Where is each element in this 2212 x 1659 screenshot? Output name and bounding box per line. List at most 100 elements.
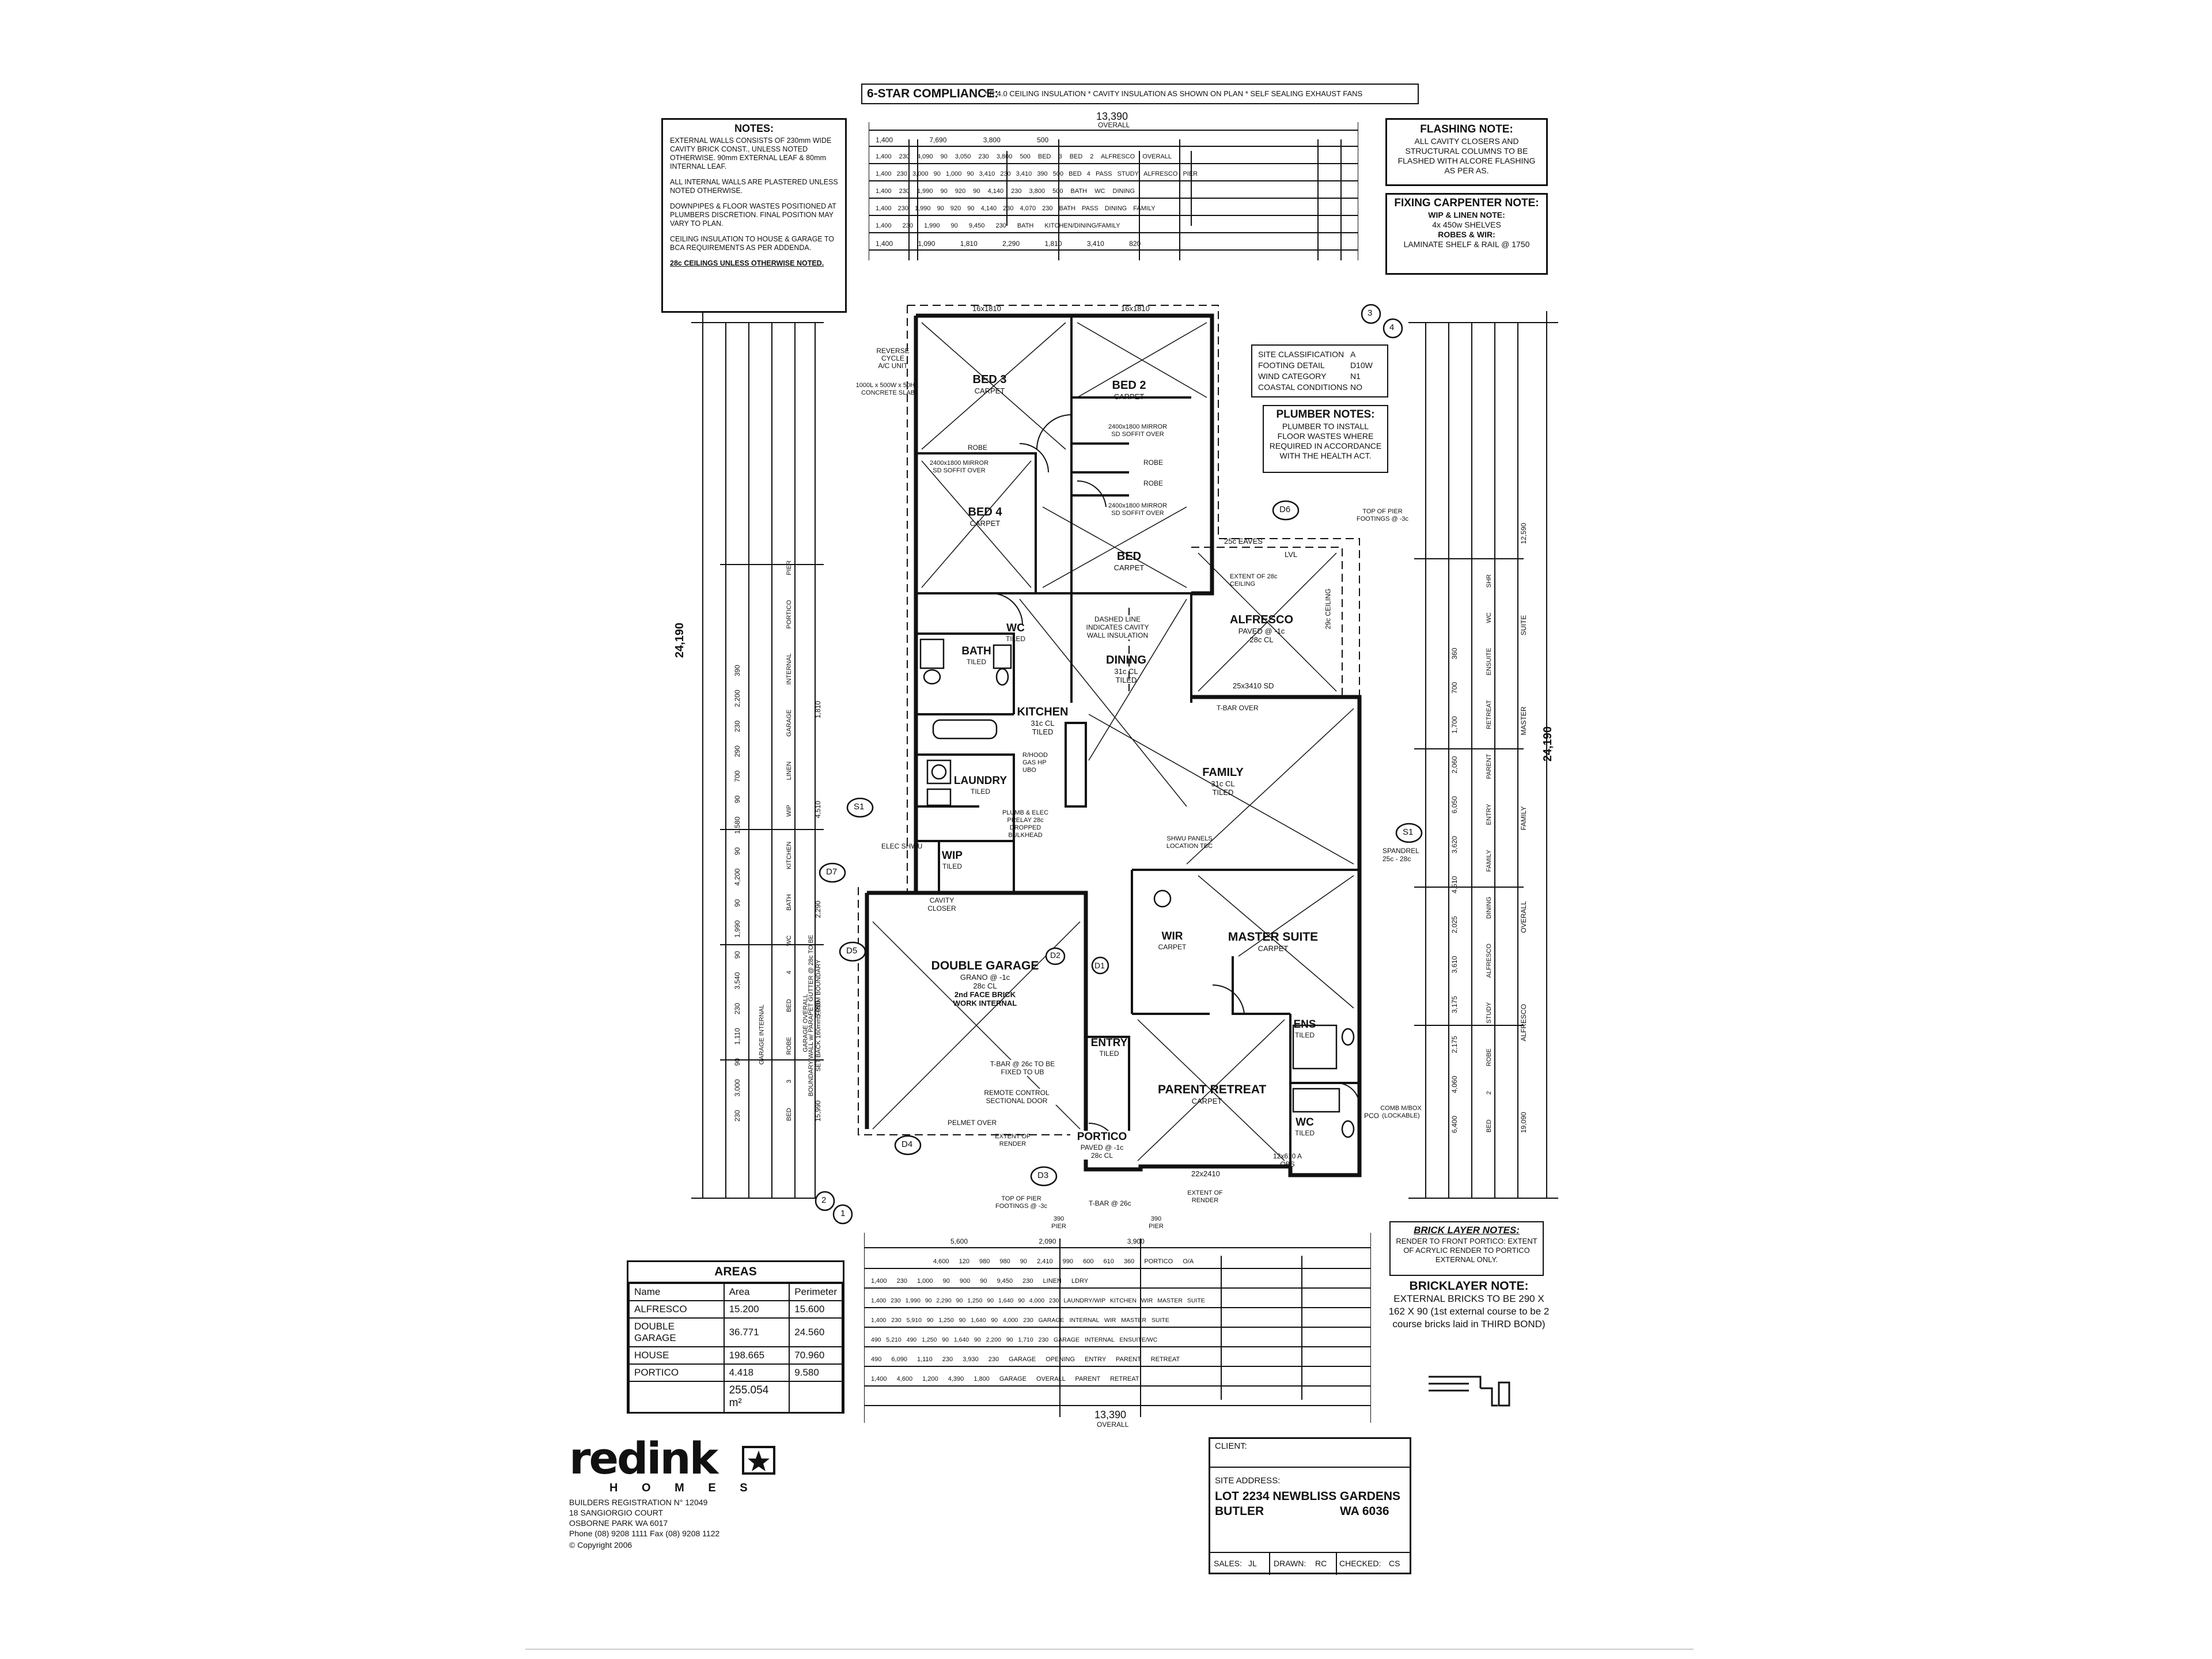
grid-marker-4: 4 bbox=[1389, 323, 1395, 332]
window-label: 16x1810 bbox=[1121, 304, 1150, 313]
room-ens: ENS TILED bbox=[1290, 1018, 1319, 1039]
door-marker-d1: D1 bbox=[1094, 961, 1105, 970]
bricklayer-note: BRICKLAYER NOTE: EXTERNAL BRICKS TO BE 2… bbox=[1388, 1280, 1550, 1331]
room-garage-name: DOUBLE GARAGE bbox=[931, 959, 1039, 972]
door-marker-d7: D7 bbox=[826, 867, 838, 877]
compliance-bar: 6-STAR COMPLIANCE: * R 4.0 CEILING INSUL… bbox=[861, 84, 1419, 104]
room-bed3: BED 3 CARPET bbox=[961, 373, 1018, 395]
room-parent-floor: CARPET bbox=[1191, 1097, 1222, 1105]
areas-cell: 24.560 bbox=[789, 1317, 843, 1347]
room-laundry-floor: TILED bbox=[970, 787, 990, 796]
bottom-overall-word: OVERALL bbox=[1097, 1421, 1129, 1429]
room-dining-extra: TILED bbox=[1115, 676, 1137, 684]
room-family-name: FAMILY bbox=[1202, 766, 1244, 779]
right-dimension-lines bbox=[1408, 311, 1558, 1199]
company-phone: Phone (08) 9208 1111 Fax (08) 9208 1122 bbox=[569, 1529, 720, 1538]
fixing-note-line2: 4x 450w SHELVES bbox=[1432, 220, 1501, 229]
room-bed4: BED 4 CARPET bbox=[956, 506, 1014, 528]
section-marker-s1: S1 bbox=[1403, 827, 1414, 837]
areas-cell: DOUBLE GARAGE bbox=[628, 1317, 725, 1347]
company-homes: H O M E S bbox=[609, 1482, 758, 1494]
flashing-note-box: FLASHING NOTE: ALL CAVITY CLOSERS AND ST… bbox=[1385, 118, 1548, 186]
grid-marker-3: 3 bbox=[1368, 308, 1373, 318]
door-marker-d6: D6 bbox=[1279, 505, 1291, 514]
site-row-value: NO bbox=[1350, 382, 1362, 392]
areas-col-perimeter: Perimeter bbox=[789, 1283, 843, 1301]
room-bath: BATH TILED bbox=[956, 645, 997, 666]
garage-overall-label: GARAGE OVERALL bbox=[802, 994, 809, 1052]
room-bed2-floor: CARPET bbox=[1113, 392, 1145, 401]
top-dim-row: 1,400 230 4,090 90 3,050 230 3,800 500 B… bbox=[876, 153, 1172, 160]
pelmet-label: PELMET OVER bbox=[948, 1119, 997, 1127]
company-addr2: OSBORNE PARK WA 6017 bbox=[569, 1518, 668, 1528]
mirror-sd-label: 2400x1800 MIRROR SD SOFFIT OVER bbox=[929, 460, 989, 474]
site-classification-box: SITE CLASSIFICATION A FOOTING DETAIL D10… bbox=[1251, 344, 1388, 397]
drawn-label: DRAWN: bbox=[1274, 1559, 1306, 1568]
table-row: 255.054 m² bbox=[628, 1381, 843, 1413]
site-row: WIND CATEGORY N1 bbox=[1258, 371, 1381, 382]
brick-layer-notes-text: RENDER TO FRONT PORTICO: EXTENT OF ACRYL… bbox=[1396, 1237, 1537, 1264]
client-label: CLIENT: bbox=[1215, 1441, 1247, 1451]
grid-marker-1: 1 bbox=[840, 1209, 846, 1218]
fixing-note-line4: LAMINATE SHELF & RAIL @ 1750 bbox=[1403, 240, 1530, 249]
areas-cell: 36.771 bbox=[723, 1317, 790, 1347]
room-wc2-name: WC bbox=[1296, 1116, 1314, 1128]
site-row-label: FOOTING DETAIL bbox=[1258, 361, 1325, 370]
door-marker-d3: D3 bbox=[1037, 1171, 1049, 1180]
grid-marker-2: 2 bbox=[821, 1195, 827, 1205]
room-garage-ceiling: 28c CL bbox=[973, 982, 997, 990]
pier-label: 390 PIER bbox=[1149, 1215, 1164, 1230]
notes-box: NOTES: EXTERNAL WALLS CONSISTS OF 230mm … bbox=[661, 118, 847, 313]
bottom-dimension-lines bbox=[864, 1233, 1371, 1423]
bricklayer-note-text: EXTERNAL BRICKS TO BE 290 X 162 X 90 (1s… bbox=[1388, 1293, 1550, 1330]
brick-course-detail bbox=[1429, 1376, 1510, 1407]
notes-para-3: DOWNPIPES & FLOOR WASTES POSITIONED AT P… bbox=[670, 202, 836, 228]
room-parent-retreat: PARENT RETREAT CARPET bbox=[1158, 1083, 1267, 1105]
room-wc2-floor: TILED bbox=[1294, 1129, 1315, 1137]
room-bed3-floor: CARPET bbox=[974, 387, 1005, 395]
room-bed3-name: BED 3 bbox=[972, 373, 1007, 386]
divider bbox=[1336, 1553, 1337, 1575]
mirror-sd-label: 2400x1800 MIRROR SD SOFFIT OVER bbox=[1108, 502, 1168, 517]
room-kitchen-floor: 31c CL bbox=[1031, 719, 1055, 728]
site-row-label: WIND CATEGORY bbox=[1258, 372, 1327, 381]
extent-28c-label: EXTENT OF 28c CEILING bbox=[1230, 573, 1278, 588]
top-dim-row: 1,400 230 1,990 90 9,450 230 BATH KITCHE… bbox=[876, 222, 1120, 229]
room-wip-name: WIP bbox=[942, 850, 963, 862]
compliance-text: * R 4.0 CEILING INSULATION * CAVITY INSU… bbox=[984, 89, 1363, 98]
flashing-note-title: FLASHING NOTE: bbox=[1420, 123, 1513, 135]
bottom-dim-row: 5,600 2,090 3,900 bbox=[950, 1237, 1145, 1245]
areas-table-box: AREAS Name Area Perimeter ALFRESCO 15.20… bbox=[627, 1260, 844, 1414]
window-label: 16x1810 bbox=[972, 304, 1001, 313]
flashing-note-text: ALL CAVITY CLOSERS AND STRUCTURAL COLUMN… bbox=[1397, 137, 1536, 175]
address-line1: LOT 2234 NEWBLISS GARDENS bbox=[1215, 1490, 1401, 1503]
areas-cell: PORTICO bbox=[628, 1363, 725, 1382]
lvl-label: LVL bbox=[1285, 550, 1298, 559]
garage-tbar-label: T-BAR @ 26c TO BE FIXED TO UB bbox=[985, 1060, 1060, 1076]
room-portico-name: PORTICO bbox=[1077, 1131, 1127, 1143]
room-garage-note2: WORK INTERNAL bbox=[953, 999, 1017, 1007]
plumber-notes-title: PLUMBER NOTES: bbox=[1276, 408, 1375, 421]
room-parent-name: PARENT RETREAT bbox=[1158, 1083, 1267, 1096]
top-dim-row: 1,400 7,690 3,800 500 bbox=[876, 136, 1049, 144]
room-wip-floor: TILED bbox=[942, 862, 962, 870]
room-alfresco-floor: PAVED @ -1c bbox=[1238, 627, 1285, 635]
address-state: WA 6036 bbox=[1340, 1505, 1389, 1518]
areas-cell: ALFRESCO bbox=[628, 1300, 725, 1319]
room-bed4-floor: CARPET bbox=[969, 519, 1001, 528]
room-alfresco: ALFRESCO PAVED @ -1c 28c CL bbox=[1221, 613, 1302, 644]
bottom-dim-row: 490 6,090 1,110 230 3,930 230 GARAGE OPE… bbox=[871, 1356, 1180, 1363]
table-row: ALFRESCO 15.200 15.600 bbox=[628, 1300, 843, 1319]
plumber-notes-text: PLUMBER TO INSTALL FLOOR WASTES WHERE RE… bbox=[1269, 422, 1382, 460]
ceiling-29c-label: 29c CEILING bbox=[1324, 588, 1332, 630]
robe-label: ROBE bbox=[1143, 459, 1164, 467]
top-overall-dim: 13,390 bbox=[1096, 111, 1128, 122]
room-master-name: MASTER SUITE bbox=[1228, 930, 1319, 944]
bottom-dim-row: 490 5,210 490 1,250 90 1,640 90 2,200 90… bbox=[871, 1336, 1158, 1343]
room-garage-note1: 2nd FACE BRICK bbox=[954, 990, 1016, 999]
plumb-prelay-label: PLUMB & ELEC PRELAY 28c DROPPED BULKHEAD bbox=[1002, 809, 1049, 839]
areas-title: AREAS bbox=[628, 1262, 843, 1283]
site-row-label: COASTAL CONDITIONS bbox=[1258, 382, 1348, 392]
compliance-title: 6-STAR COMPLIANCE: bbox=[867, 87, 999, 100]
client-row: CLIENT: bbox=[1210, 1439, 1410, 1468]
